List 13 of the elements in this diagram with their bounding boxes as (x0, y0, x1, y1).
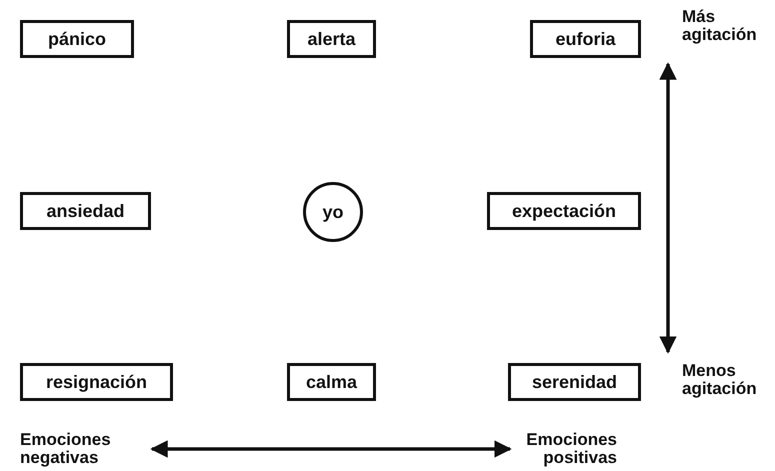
axis-label: Más agitación (682, 8, 758, 44)
emotion-box: euforia (530, 20, 641, 58)
axis-label: Emociones negativas (20, 431, 112, 467)
axis-label: Emociones positivas (525, 431, 617, 467)
emotion-box: serenidad (508, 363, 641, 401)
emotion-box: ansiedad (20, 192, 151, 230)
emotion-box: expectación (487, 192, 641, 230)
self-circle: yo (303, 182, 363, 242)
emotion-box: resignación (20, 363, 173, 401)
axis-label: Menos agitación (682, 362, 758, 398)
emotion-box: pánico (20, 20, 134, 58)
emotion-box: calma (287, 363, 376, 401)
emotion-box: alerta (287, 20, 376, 58)
